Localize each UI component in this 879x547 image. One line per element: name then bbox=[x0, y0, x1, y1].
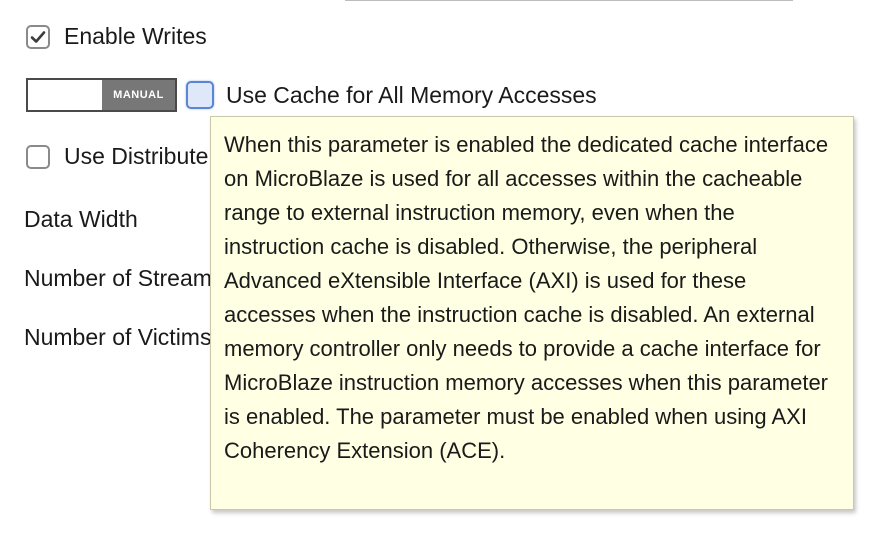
top-divider bbox=[345, 0, 793, 1]
mode-switch-blank bbox=[28, 80, 102, 110]
tooltip-text: When this parameter is enabled the dedic… bbox=[224, 132, 829, 463]
enable-writes-label: Enable Writes bbox=[64, 23, 207, 49]
use-cache-row: MANUAL Use Cache for All Memory Accesses bbox=[26, 78, 597, 112]
use-cache-all-checkbox[interactable] bbox=[186, 81, 214, 109]
checkmark-icon bbox=[30, 30, 46, 43]
use-distributed-option[interactable]: Use Distribute bbox=[26, 143, 208, 170]
manual-mode-switch[interactable]: MANUAL bbox=[26, 78, 177, 112]
number-of-victims-label: Number of Victims bbox=[24, 324, 212, 350]
use-distributed-checkbox[interactable] bbox=[26, 144, 50, 169]
number-of-streams-label: Number of Stream bbox=[24, 265, 212, 291]
enable-writes-checkbox[interactable] bbox=[26, 24, 50, 49]
mode-switch-label: MANUAL bbox=[102, 80, 175, 110]
use-distributed-label: Use Distribute bbox=[64, 143, 209, 169]
enable-writes-option[interactable]: Enable Writes bbox=[26, 23, 207, 50]
use-cache-all-label: Use Cache for All Memory Accesses bbox=[226, 81, 597, 108]
data-width-label: Data Width bbox=[24, 206, 138, 232]
parameter-tooltip: When this parameter is enabled the dedic… bbox=[210, 116, 854, 510]
